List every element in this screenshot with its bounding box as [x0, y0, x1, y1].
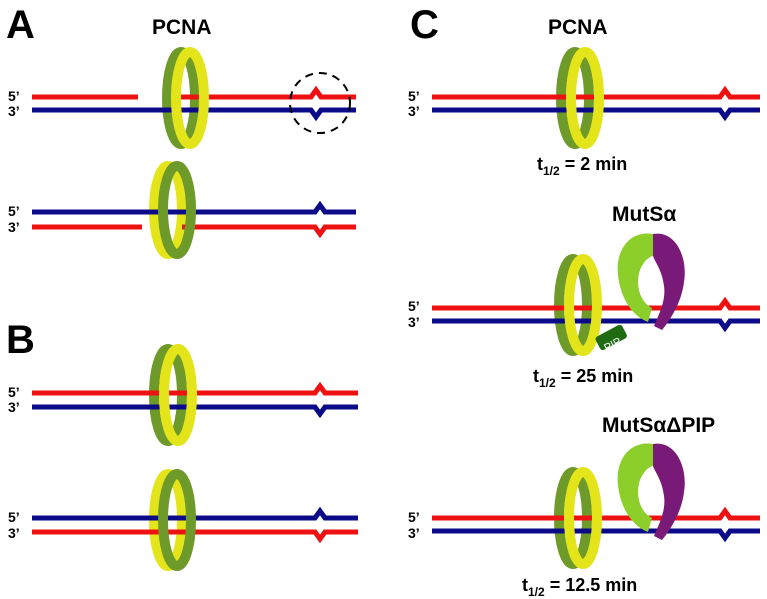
five-prime-label: 5’ [408, 88, 420, 104]
three-prime-label: 3’ [408, 314, 420, 330]
pcna-ring-front [171, 47, 209, 149]
three-prime-label: 3’ [8, 103, 20, 119]
pcna-ring-front [564, 254, 602, 356]
blue-strand-with-mismatch [32, 107, 356, 122]
panel-b-top-diagram: 5’ 3’ [8, 344, 358, 446]
pcna-ring-front [158, 469, 196, 571]
panel-c-title: PCNA [548, 16, 608, 39]
panel-b-letter: B [6, 318, 35, 362]
red-strand-with-mismatch [175, 85, 356, 100]
mutsalpha-label: MutSα [612, 203, 676, 226]
red-strand-with-mismatch [32, 529, 358, 544]
five-prime-label: 5’ [8, 384, 20, 400]
blue-strand-with-mismatch [32, 200, 356, 215]
pcna-ring-front [566, 47, 604, 149]
panel-c-row-2: MutSα PIP 5’ 3’ t1/2 = 25 min [408, 203, 760, 390]
blue-strand-with-mismatch [32, 404, 358, 419]
red-strand-with-mismatch [432, 296, 760, 311]
panel-c-row-1: 5’ 3’ t1/2 = 2 min [408, 47, 760, 178]
blue-strand-with-mismatch [432, 318, 760, 333]
blue-strand-with-mismatch [432, 528, 760, 543]
three-prime-label: 3’ [8, 399, 20, 415]
panel-c: C PCNA 5’ 3’ t1/2 = 2 min MutSα P [408, 3, 760, 599]
five-prime-label: 5’ [8, 203, 20, 219]
five-prime-label: 5’ [8, 88, 20, 104]
panel-c-row-3: MutSαΔPIP 5’ 3’ t1/2 = 12.5 min [408, 414, 760, 599]
five-prime-label: 5’ [408, 298, 420, 314]
mutsalpha-delta-pip-protein [617, 443, 685, 540]
mismatch-highlight-circle [289, 72, 351, 134]
blue-strand-with-mismatch [432, 107, 760, 122]
three-prime-label: 3’ [8, 219, 20, 235]
panel-b: B 5’ 3’ 5’ 3’ [6, 318, 358, 571]
three-prime-label: 3’ [8, 525, 20, 541]
panel-a-bottom-diagram: 5’ 3’ [8, 161, 356, 259]
panel-a-title: PCNA [152, 16, 212, 39]
pcna-ring-front [159, 344, 197, 446]
pcna-ring-front [158, 161, 196, 259]
pcna-ring-front [564, 467, 602, 569]
mutsalpha-delta-pip-label: MutSαΔPIP [602, 414, 715, 437]
five-prime-label: 5’ [8, 509, 20, 525]
panel-a-top-diagram: 5’ 3’ [8, 47, 356, 149]
half-life-label: t1/2 = 12.5 min [522, 575, 637, 599]
panel-a: A PCNA 5’ 3’ 5’ 3’ [6, 3, 356, 259]
red-strand-with-mismatch [32, 381, 358, 396]
mutsalpha-protein [617, 233, 685, 330]
half-life-label: t1/2 = 2 min [537, 154, 627, 178]
half-life-label: t1/2 = 25 min [533, 366, 633, 390]
three-prime-label: 3’ [408, 525, 420, 541]
panel-b-bottom-diagram: 5’ 3’ [8, 469, 358, 571]
red-strand-with-mismatch [432, 506, 760, 521]
blue-strand-with-mismatch [32, 506, 358, 521]
panel-c-letter: C [410, 3, 439, 47]
five-prime-label: 5’ [408, 509, 420, 525]
pcna-ring-back [554, 254, 592, 356]
panel-a-letter: A [6, 3, 35, 47]
three-prime-label: 3’ [408, 103, 420, 119]
red-strand-with-mismatch [432, 85, 760, 100]
red-strand-with-mismatch [182, 224, 356, 239]
